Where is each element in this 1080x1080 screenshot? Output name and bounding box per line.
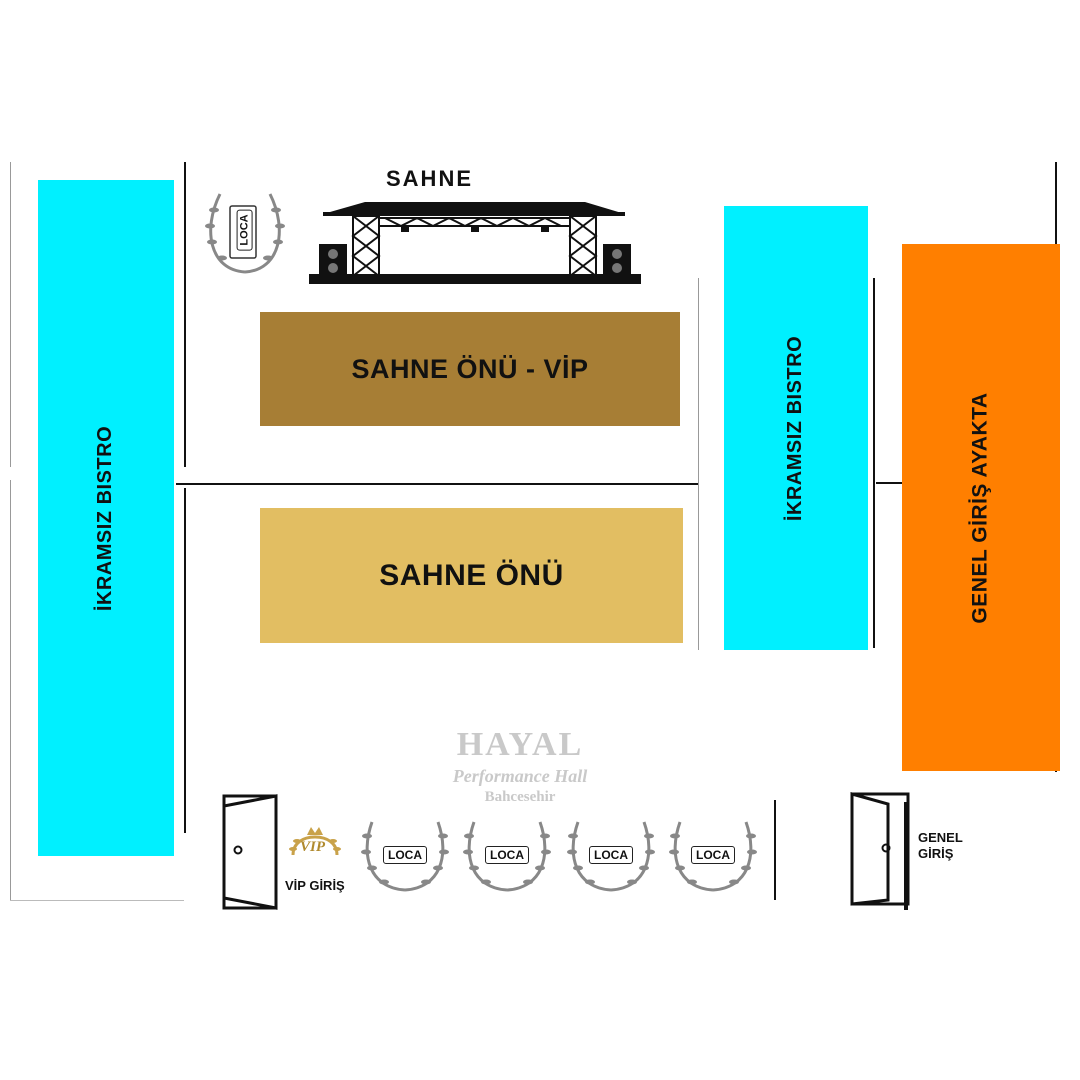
general-entrance-line1: GENEL bbox=[918, 830, 963, 845]
left-bistro-zone[interactable]: İKRAMSIZ BISTRO bbox=[38, 180, 174, 856]
bottom-left-floor bbox=[10, 900, 184, 901]
general-entrance-line2: GİRİŞ bbox=[918, 846, 954, 861]
left-inner-wall bbox=[184, 162, 186, 467]
center-right-wall bbox=[698, 278, 699, 650]
watermark-title: HAYAL bbox=[456, 726, 584, 763]
right-bistro-label: İKRAMSIZ BISTRO bbox=[784, 335, 807, 521]
general-standing-zone[interactable]: GENEL GİRİŞ AYAKTA bbox=[902, 244, 1060, 771]
loca-top-left-label: LOCA bbox=[236, 209, 253, 251]
center-divider bbox=[176, 483, 698, 485]
general-door-icon[interactable] bbox=[848, 790, 918, 912]
loca-bottom-4-label: LOCA bbox=[691, 846, 735, 864]
loca-bottom-4[interactable]: LOCA bbox=[666, 816, 760, 894]
laurel-wreath-icon bbox=[463, 821, 551, 892]
bottom-right-post bbox=[774, 800, 776, 900]
left-outer-wall bbox=[10, 162, 11, 467]
vip-door-icon[interactable] bbox=[210, 790, 284, 912]
right-divider bbox=[876, 482, 904, 484]
vip-crown-icon bbox=[289, 827, 341, 856]
stage-title: SAHNE bbox=[386, 166, 474, 191]
general-standing-label: GENEL GİRİŞ AYAKTA bbox=[969, 391, 992, 624]
vip-front-zone[interactable]: SAHNE ÖNÜ - VİP bbox=[260, 312, 680, 426]
laurel-wreath-icon bbox=[361, 821, 449, 892]
watermark-subtitle: Performance Hall bbox=[452, 766, 588, 786]
loca-bottom-2-label: LOCA bbox=[485, 846, 529, 864]
left-bistro-label: İKRAMSIZ BISTRO bbox=[94, 425, 117, 611]
venue-watermark: HAYAL Performance Hall Bahcesehir bbox=[380, 725, 660, 815]
left-inner-wall-lower bbox=[184, 488, 186, 833]
watermark-location: Bahcesehir bbox=[484, 789, 556, 805]
vip-entrance-label: VİP GİRİŞ bbox=[285, 878, 345, 893]
loca-bottom-3[interactable]: LOCA bbox=[564, 816, 658, 894]
right-bistro-wall bbox=[873, 278, 875, 648]
laurel-wreath-icon bbox=[669, 821, 757, 892]
stage-icon bbox=[309, 202, 641, 284]
vip-front-label: SAHNE ÖNÜ - VİP bbox=[351, 353, 589, 384]
vip-badge-text: VIP bbox=[300, 839, 326, 855]
general-entrance-label: GENEL GİRİŞ bbox=[918, 830, 963, 862]
left-outer-wall-lower bbox=[10, 480, 11, 900]
loca-top-left[interactable]: LOCA bbox=[200, 180, 290, 280]
vip-badge: VIP bbox=[285, 825, 345, 873]
front-zone[interactable]: SAHNE ÖNÜ bbox=[260, 508, 683, 643]
right-bistro-zone[interactable]: İKRAMSIZ BISTRO bbox=[724, 206, 868, 650]
loca-bottom-1-label: LOCA bbox=[383, 846, 427, 864]
loca-bottom-2[interactable]: LOCA bbox=[460, 816, 554, 894]
laurel-wreath-icon bbox=[567, 821, 655, 892]
loca-bottom-3-label: LOCA bbox=[589, 846, 633, 864]
loca-bottom-1[interactable]: LOCA bbox=[358, 816, 452, 894]
laurel-wreath-icon bbox=[205, 193, 285, 274]
front-label: SAHNE ÖNÜ bbox=[379, 558, 564, 592]
